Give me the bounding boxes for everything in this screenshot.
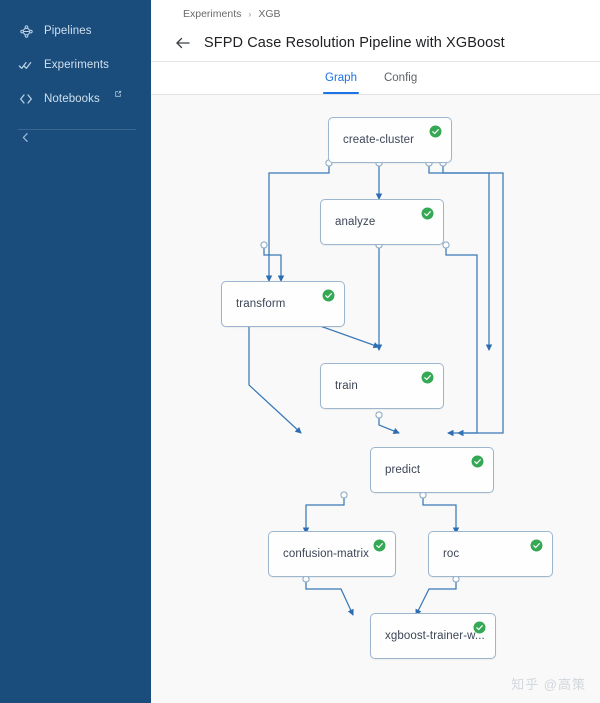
main-area: Experiments › XGB SFPD Case Resolution P…	[151, 0, 600, 703]
breadcrumb-item-experiments[interactable]: Experiments	[183, 8, 242, 20]
tab-config-label: Config	[383, 72, 418, 84]
sidebar-item-notebooks[interactable]: Notebooks	[0, 82, 151, 116]
top-bar: Experiments › XGB SFPD Case Resolution P…	[151, 0, 600, 95]
graph-node-roc[interactable]: roc	[428, 531, 553, 577]
chevron-left-icon	[19, 131, 32, 149]
graph-node-label: predict	[385, 464, 421, 476]
graph-node-label: analyze	[335, 216, 376, 228]
external-link-icon	[114, 90, 122, 100]
graph-node-label: xgboost-trainer-w...	[385, 630, 485, 642]
graph-node-predict[interactable]: predict	[370, 447, 494, 493]
graph-node-label: train	[335, 380, 358, 392]
sidebar: Pipelines Experiments Notebooks	[0, 0, 151, 703]
graph-node-analyze[interactable]: analyze	[320, 199, 444, 245]
check-circle-icon	[373, 539, 386, 552]
graph-node-label: transform	[236, 298, 286, 310]
graph-canvas[interactable]: create-cluster analyze	[151, 95, 600, 703]
graph-node-label: confusion-matrix	[283, 548, 369, 560]
check-circle-icon	[421, 207, 434, 220]
title-row: SFPD Case Resolution Pipeline with XGBoo…	[151, 23, 600, 61]
sidebar-item-experiments[interactable]: Experiments	[0, 48, 151, 82]
breadcrumb: Experiments › XGB	[151, 0, 600, 23]
watermark: 知乎 @高策	[511, 677, 586, 692]
sidebar-collapse-button[interactable]	[15, 130, 35, 150]
tab-graph-label: Graph	[325, 72, 357, 84]
sidebar-divider	[18, 129, 136, 130]
graph-node-confusion-matrix[interactable]: confusion-matrix	[268, 531, 396, 577]
sidebar-item-pipelines[interactable]: Pipelines	[0, 14, 151, 48]
graph-node-train[interactable]: train	[320, 363, 444, 409]
tab-config[interactable]: Config	[382, 62, 419, 94]
back-arrow-icon[interactable]	[173, 33, 193, 53]
experiments-icon	[18, 57, 34, 73]
tab-graph[interactable]: Graph	[323, 62, 359, 94]
graph-node-label: create-cluster	[343, 134, 415, 146]
graph-node-transform[interactable]: transform	[221, 281, 345, 327]
breadcrumb-separator: ›	[248, 9, 252, 19]
check-circle-icon	[322, 289, 335, 302]
notebooks-icon	[18, 91, 34, 107]
check-circle-icon	[473, 621, 486, 634]
check-circle-icon	[429, 125, 442, 138]
sidebar-item-label: Pipelines	[44, 25, 92, 37]
check-circle-icon	[530, 539, 543, 552]
breadcrumb-item-xgb[interactable]: XGB	[258, 8, 281, 20]
graph-node-xgboost-trainer[interactable]: xgboost-trainer-w...	[370, 613, 496, 659]
tab-bar: Graph Config	[151, 61, 600, 95]
check-circle-icon	[421, 371, 434, 384]
check-circle-icon	[471, 455, 484, 468]
graph-node-create-cluster[interactable]: create-cluster	[328, 117, 452, 163]
pipelines-icon	[18, 23, 34, 39]
graph-node-label: roc	[443, 548, 460, 560]
page-title: SFPD Case Resolution Pipeline with XGBoo…	[204, 35, 505, 51]
sidebar-item-label: Experiments	[44, 59, 110, 71]
sidebar-item-label: Notebooks	[44, 93, 100, 105]
